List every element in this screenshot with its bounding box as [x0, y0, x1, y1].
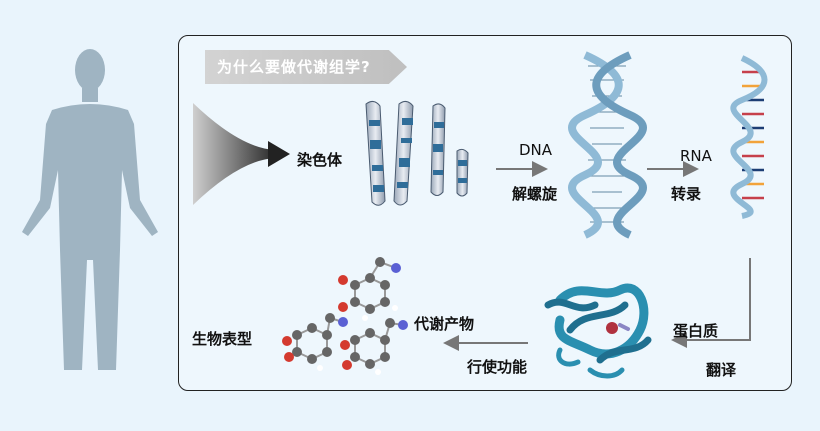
- label-translation: 翻译: [706, 361, 737, 379]
- rna-helix-icon: [730, 55, 768, 219]
- label-rna: RNA: [680, 147, 712, 165]
- label-unwinding: 解螺旋: [512, 185, 558, 203]
- title-banner: 为什么要做代谢组学?: [205, 50, 407, 84]
- chromosomes-icon: [365, 100, 469, 206]
- protein-structure-icon: [544, 283, 652, 379]
- label-phenotype: 生物表型: [192, 330, 253, 348]
- dna-helix-icon: [568, 51, 647, 239]
- label-chromosome: 染色体: [297, 151, 343, 169]
- label-protein: 蛋白质: [673, 322, 719, 340]
- label-dna: DNA: [519, 141, 553, 159]
- label-metabolite: 代谢产物: [414, 315, 475, 333]
- label-function: 行使功能: [467, 358, 528, 376]
- molecule-icon: [282, 257, 408, 375]
- process-panel: [178, 35, 792, 391]
- arrow-to-protein: [671, 258, 751, 348]
- label-transcription: 转录: [671, 185, 702, 203]
- funnel-arrow-icon: [193, 103, 290, 205]
